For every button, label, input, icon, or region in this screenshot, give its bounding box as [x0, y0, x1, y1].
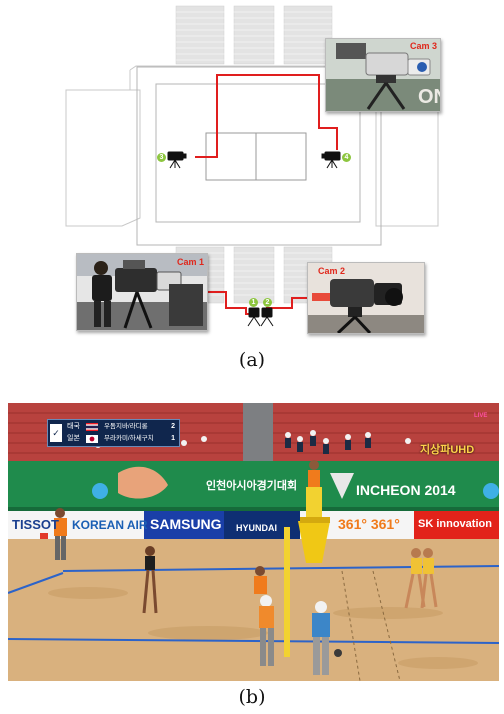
svg-text:ON: ON [418, 86, 440, 108]
camera-badge-1: 1 [249, 298, 258, 307]
team-players: 무라카미/하세구치 [104, 433, 154, 445]
camera-layout-diagram: 3 4 1 2 ON Cam 3 [0, 0, 504, 350]
hyundai-ad: HYUNDAI [236, 523, 277, 533]
cam1-photo: Cam 1 [76, 253, 208, 331]
cam3-photo: ON Cam 3 [325, 38, 441, 112]
scoreboard-row-thailand: 태국 우돔지바/라디롱 2 [64, 421, 178, 433]
thailand-flag-icon [86, 423, 98, 431]
cam2-label: Cam 2 [318, 266, 345, 276]
incheon-banner: INCHEON 2014 [356, 482, 456, 498]
scoreboard-row-japan: 일본 무라카미/하세구치 1 [64, 433, 178, 445]
team-country: 태국 [67, 421, 80, 433]
camera-badge-3: 3 [157, 153, 166, 162]
tripod-camera-3 [168, 152, 186, 168]
cam3-label: Cam 3 [410, 41, 437, 51]
check-icon: ✓ [50, 424, 62, 442]
korean-air-ad: KOREAN AIR [72, 518, 148, 532]
caption-b: (b) [232, 686, 272, 708]
uhd-broadcast-logo: 지상파UHD [420, 441, 474, 457]
asian-games-banner: 인천아시아경기대회 [206, 477, 297, 493]
tripod-camera-4 [322, 152, 340, 168]
tripod-camera-2 [261, 308, 273, 326]
japan-flag-icon [86, 435, 98, 443]
sk-innovation-ad: SK innovation [418, 518, 492, 530]
tripod-camera-1 [248, 308, 260, 326]
broadcast-frame: ✓ 태국 우돔지바/라디롱 2 일본 무라카미/하세구치 1 지상파UHD LI… [8, 403, 499, 681]
cam1-label: Cam 1 [177, 257, 204, 267]
team-country: 일본 [67, 433, 80, 445]
samsung-ad: SAMSUNG [150, 516, 222, 532]
caption-a: (a) [232, 349, 272, 371]
team-score: 2 [171, 421, 175, 433]
seating-top [176, 6, 332, 64]
tissot-ad: TISSOT [12, 517, 59, 532]
team-players: 우돔지바/라디롱 [104, 421, 148, 433]
camera-badge-2: 2 [263, 298, 272, 307]
team-score: 1 [171, 433, 175, 445]
cam2-photo: Cam 2 [307, 262, 425, 334]
live-badge: LIVE [474, 413, 487, 419]
camera-badge-4: 4 [342, 153, 351, 162]
scoreboard: ✓ 태국 우돔지바/라디롱 2 일본 무라카미/하세구치 1 [47, 419, 180, 447]
side-stand-left [66, 90, 140, 226]
361-ad: 361° 361° [338, 516, 400, 532]
